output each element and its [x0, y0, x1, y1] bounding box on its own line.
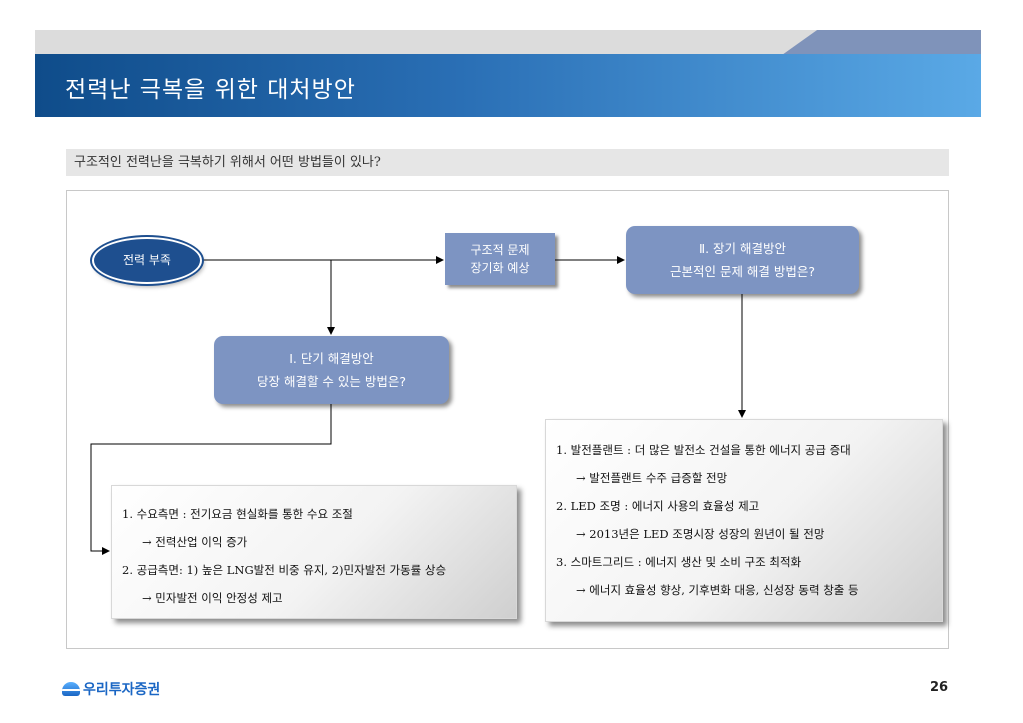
- short-term-solution-node: Ⅰ. 단기 해결방안 당장 해결할 수 있는 방법은?: [214, 336, 449, 404]
- short-term-details-box: 1. 수요측면 : 전기요금 현실화를 통한 수요 조절 → 전력산업 이익 증…: [111, 485, 517, 619]
- short-term-item-1-result: → 전력산업 이익 증가: [142, 535, 248, 549]
- page-number: 26: [930, 680, 949, 695]
- slide-title: 전력난 극복을 위한 대처방안: [65, 77, 356, 103]
- start-node-power-shortage: 전력 부족: [92, 237, 202, 284]
- brand-name: 우리투자증권: [83, 682, 161, 698]
- long-term-solution-node: Ⅱ. 장기 해결방안 근본적인 문제 해결 방법은?: [626, 226, 859, 294]
- brand-mark-icon: [62, 682, 80, 696]
- long-term-item-1: 1. 발전플랜트 : 더 많은 발전소 건설을 통한 에너지 공급 증대: [556, 443, 851, 457]
- long-term-question: 근본적인 문제 해결 방법은?: [669, 264, 816, 279]
- long-term-item-2: 2. LED 조명 : 에너지 사용의 효율성 제고: [556, 499, 760, 513]
- brand-logo: 우리투자증권: [62, 679, 160, 699]
- long-term-item-3: 3. 스마트그리드 : 에너지 생산 및 소비 구조 최적화: [556, 555, 802, 569]
- long-term-details-box: 1. 발전플랜트 : 더 많은 발전소 건설을 통한 에너지 공급 증대 → 발…: [545, 419, 943, 622]
- long-term-item-2-result: → 2013년은 LED 조명시장 성장의 원년이 될 전망: [576, 527, 825, 541]
- short-term-item-2: 2. 공급측면: 1) 높은 LNG발전 비중 유지, 2)민자발전 가동률 상…: [122, 563, 447, 577]
- short-term-question: 당장 해결할 수 있는 방법은?: [256, 374, 407, 389]
- long-term-item-1-result: → 발전플랜트 수주 급증할 전망: [576, 471, 728, 485]
- structural-line-2: 장기화 예상: [470, 261, 530, 275]
- top-band-accent: [783, 30, 981, 54]
- long-term-heading: Ⅱ. 장기 해결방안: [698, 241, 787, 256]
- short-term-item-2-result: → 민자발전 이익 안정성 제고: [142, 591, 283, 605]
- short-term-heading: Ⅰ. 단기 해결방안: [289, 351, 374, 366]
- diagram-frame: [66, 190, 949, 649]
- slide-header: 전력난 극복을 위한 대처방안: [35, 54, 981, 117]
- structural-problem-node: 구조적 문제 장기화 예상: [445, 233, 555, 285]
- long-term-item-3-result: → 에너지 효율성 향상, 기후변화 대응, 신성장 동력 창출 등: [576, 583, 859, 597]
- structural-line-1: 구조적 문제: [470, 243, 530, 257]
- short-term-item-1: 1. 수요측면 : 전기요금 현실화를 통한 수요 조절: [122, 507, 353, 521]
- question-banner: 구조적인 전력난을 극복하기 위해서 어떤 방법들이 있나?: [66, 149, 949, 176]
